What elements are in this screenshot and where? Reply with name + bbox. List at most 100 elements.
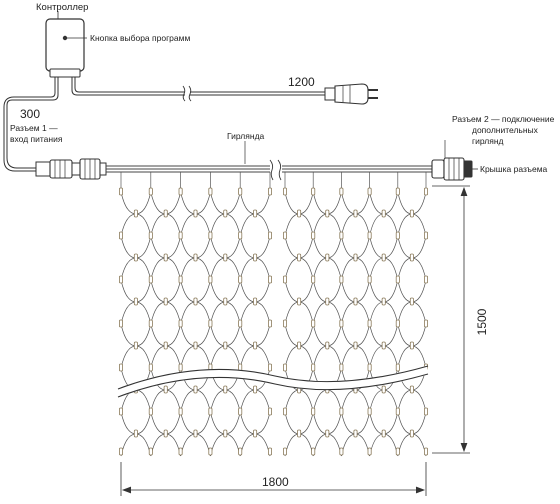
led-bulb xyxy=(223,341,228,350)
led-bulb xyxy=(208,231,213,240)
led-bulb xyxy=(267,275,272,284)
width-dimension-label: 1800 xyxy=(262,475,289,489)
led-bulb xyxy=(282,319,287,328)
led-bulb xyxy=(353,209,358,218)
led-bulb xyxy=(119,447,124,456)
led-bulb xyxy=(119,275,124,284)
led-bulb xyxy=(395,275,400,284)
led-bulb xyxy=(381,209,386,218)
led-bulb xyxy=(223,297,228,306)
led-bulb xyxy=(148,319,153,328)
connector-cap-icon xyxy=(463,160,473,178)
led-bulb xyxy=(119,363,124,372)
led-bulb xyxy=(339,231,344,240)
led-bulb xyxy=(282,275,287,284)
led-bulb xyxy=(395,187,400,196)
led-bulb xyxy=(163,253,168,262)
led-bulb xyxy=(253,385,258,394)
height-dimension-label: 1500 xyxy=(475,308,489,335)
net-break xyxy=(116,365,430,398)
led-bulb xyxy=(423,275,428,284)
led-bulb xyxy=(178,319,183,328)
led-bulb xyxy=(395,319,400,328)
led-bulb xyxy=(409,209,414,218)
led-bulb xyxy=(423,447,428,456)
garland-bus xyxy=(106,165,432,173)
led-bulb xyxy=(381,297,386,306)
led-bulb xyxy=(409,297,414,306)
led-bulb xyxy=(223,385,228,394)
led-bulb xyxy=(193,209,198,218)
led-bulb xyxy=(297,209,302,218)
led-bulb xyxy=(282,447,287,456)
led-bulb xyxy=(353,297,358,306)
led-bulb xyxy=(148,363,153,372)
led-bulb xyxy=(339,275,344,284)
led-bulb xyxy=(409,385,414,394)
led-bulb xyxy=(253,209,258,218)
led-bulb xyxy=(163,341,168,350)
program-button-label: Кнопка выбора программ xyxy=(90,33,190,43)
led-bulb xyxy=(311,447,316,456)
led-bulb xyxy=(193,341,198,350)
led-bulb xyxy=(325,253,330,262)
led-bulb xyxy=(208,407,213,416)
led-bulb xyxy=(367,187,372,196)
led-bulb xyxy=(423,407,428,416)
led-bulb xyxy=(311,275,316,284)
led-bulb xyxy=(178,275,183,284)
led-bulb xyxy=(119,231,124,240)
led-bulb xyxy=(325,341,330,350)
led-bulb xyxy=(238,319,243,328)
led-bulb xyxy=(148,231,153,240)
connector-lead-length: 300 xyxy=(20,107,40,121)
program-button-icon xyxy=(62,35,68,41)
led-bulb xyxy=(208,319,213,328)
controller-label: Контроллер xyxy=(36,2,88,13)
led-bulb xyxy=(253,297,258,306)
led-bulb xyxy=(148,407,153,416)
led-bulb xyxy=(119,407,124,416)
led-bulb xyxy=(223,429,228,438)
connector-2-icon xyxy=(431,157,465,181)
led-bulb xyxy=(267,363,272,372)
led-bulb xyxy=(311,319,316,328)
led-bulb xyxy=(367,231,372,240)
led-bulb xyxy=(119,319,124,328)
led-bulb xyxy=(148,447,153,456)
connector1-label-line2: вход питания xyxy=(10,134,63,144)
led-bulb xyxy=(395,447,400,456)
led-bulb xyxy=(339,363,344,372)
led-bulb xyxy=(193,385,198,394)
led-bulb xyxy=(163,429,168,438)
led-bulb xyxy=(311,363,316,372)
led-bulb xyxy=(148,275,153,284)
led-bulb xyxy=(133,341,138,350)
net-panel-left xyxy=(119,172,272,457)
led-bulb xyxy=(208,447,213,456)
led-bulb xyxy=(381,385,386,394)
connector2-label-line3: гирлянд xyxy=(472,136,504,146)
led-bulb xyxy=(282,187,287,196)
led-bulb xyxy=(395,231,400,240)
led-bulb xyxy=(133,253,138,262)
led-bulb xyxy=(381,253,386,262)
led-bulb xyxy=(339,187,344,196)
led-bulb xyxy=(238,187,243,196)
garland-label: Гирлянда xyxy=(227,131,265,141)
led-bulb xyxy=(178,447,183,456)
led-bulb xyxy=(367,363,372,372)
led-bulb xyxy=(238,447,243,456)
led-bulb xyxy=(311,231,316,240)
led-bulb xyxy=(267,231,272,240)
led-bulb xyxy=(367,407,372,416)
led-bulb xyxy=(381,429,386,438)
led-bulb xyxy=(367,447,372,456)
connector2-label-line1: Разъем 2 — подключение xyxy=(452,114,555,124)
led-bulb xyxy=(423,187,428,196)
led-bulb xyxy=(119,187,124,196)
led-bulb xyxy=(163,385,168,394)
led-bulb xyxy=(163,297,168,306)
led-bulb xyxy=(238,275,243,284)
led-bulb xyxy=(163,209,168,218)
